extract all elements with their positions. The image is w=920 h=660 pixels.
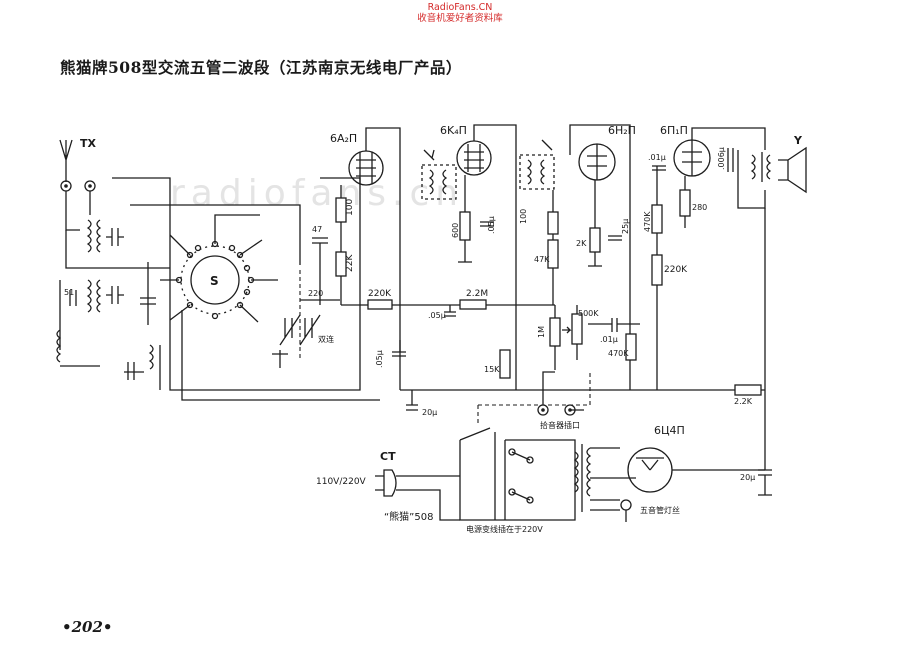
tube-6H2P: 6H₂П 100 47K 2K 25μ 1M 500K .01μ 470K [519, 124, 640, 390]
r-600-label: 600 [451, 223, 460, 238]
c-05c-label: .05μ [375, 350, 384, 368]
r-22k-b-label: 2.2K [734, 397, 753, 406]
power-supply: 6Ц4П 五音管灯丝 电源变线插在于220V CT 110V/220V “熊猫”… [316, 372, 765, 534]
speaker-label: Y [793, 134, 803, 147]
c-006-label: .006μ [717, 147, 726, 170]
r-2k-label: 2K [576, 239, 587, 248]
r-280-label: 280 [692, 203, 707, 212]
power-rail: 2.2K .05μ 20μ 20μ [375, 208, 772, 496]
tube-6C4P-label: 6Ц4П [654, 424, 685, 437]
c-20a-label: 20μ [422, 408, 437, 417]
phono-jack: 拾音器插口 [537, 371, 584, 430]
switch-label: S [210, 274, 219, 288]
c-47-label: 47 [312, 225, 322, 234]
watermark: RadioFans.CN 收音机爱好者资料库 [0, 2, 920, 24]
c-01b-label: .01μ [648, 153, 666, 162]
antenna-section: TX 51 [56, 137, 380, 401]
r-220k-b-label: 220K [664, 265, 688, 275]
faint-watermark: radiofans.cn [170, 173, 464, 214]
r-15k-label: 15K [484, 365, 500, 374]
c-25-label: 25μ [621, 219, 630, 234]
pot-500k-label: 500K [578, 309, 599, 318]
tube-6P1P-label: 6П₁П [660, 124, 688, 137]
pilot-label: 五音管灯丝 [640, 505, 680, 515]
wave-switch: S [160, 214, 278, 323]
r-22k-label: 22K [345, 254, 355, 272]
r-1m-label: 1M [537, 326, 546, 338]
r-470kb-label: 470K [643, 211, 652, 232]
r-100a-label: 100 [345, 199, 355, 216]
r-470ka-label: 470K [608, 349, 629, 358]
mains-label: 110V/220V [316, 477, 367, 487]
dual-cap-label: 双连 [318, 334, 334, 344]
c-05b-label: .05μ [487, 216, 496, 234]
tube-6K4P-label: 6K₄П [440, 124, 467, 137]
r-100b-label: 100 [519, 209, 528, 224]
antenna-label: TX [80, 137, 97, 150]
tube-6A2P-label: 6A₂П [330, 132, 357, 145]
c-05a-label: .05μ [428, 311, 446, 320]
c-01a-label: .01μ [600, 335, 618, 344]
tube-6H2P-label: 6H₂П [608, 124, 636, 137]
r-22m-label: 2.2M [466, 289, 488, 299]
diagram-title: 熊猫牌508型交流五管二波段（江苏南京无线电厂产品） [60, 58, 462, 77]
mains-note-label: 电源变线插在于220V [466, 524, 543, 534]
watermark-subtitle: 收音机爱好者资料库 [417, 13, 503, 24]
cap-51-label: 51 [64, 288, 74, 297]
c-220-label: 220 [308, 289, 323, 298]
cord-label: CT [380, 450, 396, 463]
c-20b-label: 20μ [740, 473, 755, 482]
phono-label: 拾音器插口 [540, 420, 580, 430]
tube-6A2P: 6A₂П 100 22K 47 220 双连 [272, 127, 401, 390]
tube-6P1P: .01μ 6П₁П 470K 280 220K .006μ Y [643, 124, 807, 390]
brand-label: “熊猫”508 [384, 510, 433, 523]
page-number: •202• [62, 618, 113, 636]
r-220k-label: 220K [368, 289, 392, 299]
tube-6K4P: 220K 2.2M .05μ 6K₄П 600 .05μ 15K [341, 124, 555, 390]
r-47k-label: 47K [534, 255, 550, 264]
watermark-site: RadioFans.CN [427, 2, 493, 13]
